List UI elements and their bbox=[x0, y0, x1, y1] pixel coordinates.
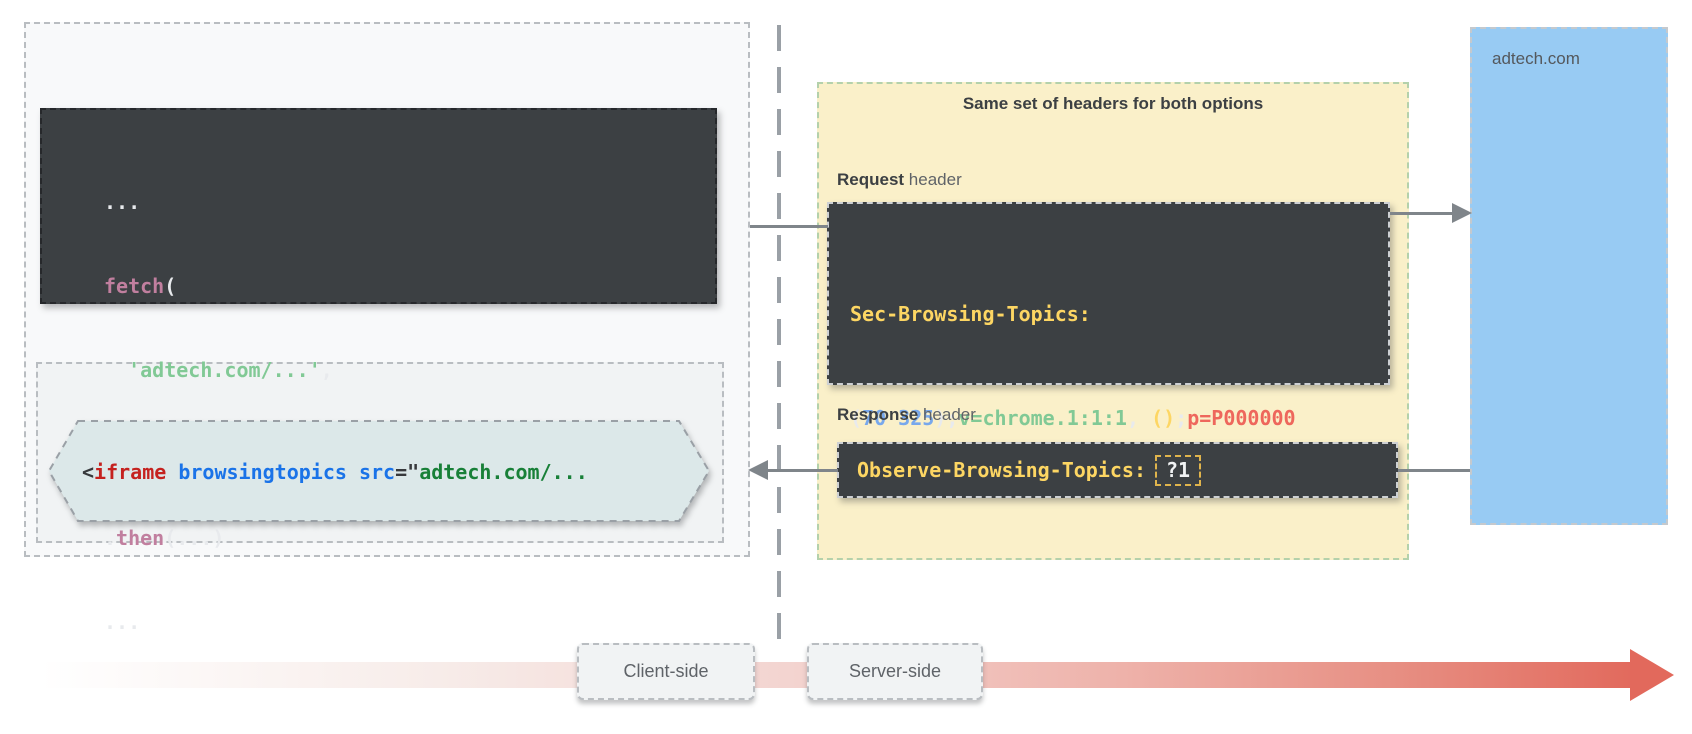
code-line: ... bbox=[104, 190, 141, 214]
timeline-arrowhead-icon bbox=[1630, 649, 1674, 701]
request-arrow-left-line bbox=[750, 225, 828, 228]
response-arrow-left-line bbox=[766, 469, 838, 472]
response-header-code-block: Observe-Browsing-Topics: ?1 bbox=[837, 442, 1398, 498]
iframe-chevron-shape bbox=[47, 420, 711, 522]
response-header-label-rest: header bbox=[918, 405, 976, 424]
request-arrow-right-line bbox=[1390, 212, 1454, 215]
code-line: fetch( bbox=[104, 274, 177, 298]
client-side-label: Client-side bbox=[623, 661, 709, 681]
response-header-name: Observe-Browsing-Topics: bbox=[857, 458, 1146, 482]
response-header-label: Response header bbox=[837, 405, 976, 425]
code-line: 'adtech.com/...', bbox=[128, 358, 333, 382]
adtech-label: adtech.com bbox=[1492, 49, 1580, 68]
adtech-panel: adtech.com bbox=[1470, 27, 1668, 525]
code-line: ... bbox=[104, 610, 141, 634]
response-arrow-right-line bbox=[1398, 469, 1470, 472]
code-line: .then(...) bbox=[104, 526, 225, 550]
server-side-label: Server-side bbox=[848, 661, 942, 681]
request-header-value: (70 325);v=chrome.1:1:1, ();p=P000000 bbox=[850, 406, 1296, 430]
response-header-label-bold: Response bbox=[837, 405, 919, 424]
fetch-code-block: ... fetch( 'adtech.com/...', {browsingTo… bbox=[40, 108, 717, 634]
request-header-label: Request header bbox=[837, 170, 962, 190]
arrowhead-left-icon bbox=[748, 460, 768, 480]
observe-topics-value-chip: ?1 bbox=[1154, 454, 1202, 486]
request-header-label-bold: Request bbox=[837, 170, 905, 189]
server-side-badge: Server-side bbox=[807, 643, 983, 700]
headers-panel-title: Same set of headers for both options bbox=[962, 94, 1264, 113]
request-header-label-rest: header bbox=[904, 170, 962, 189]
request-header-name: Sec-Browsing-Topics: bbox=[850, 302, 1091, 326]
iframe-code-line: <iframe browsingtopics src="adtech.com/.… bbox=[82, 460, 588, 484]
request-header-code-block: Sec-Browsing-Topics: (70 325);v=chrome.1… bbox=[827, 202, 1390, 430]
arrowhead-right-icon bbox=[1452, 203, 1472, 223]
client-side-badge: Client-side bbox=[577, 643, 755, 700]
client-server-divider bbox=[777, 25, 781, 647]
